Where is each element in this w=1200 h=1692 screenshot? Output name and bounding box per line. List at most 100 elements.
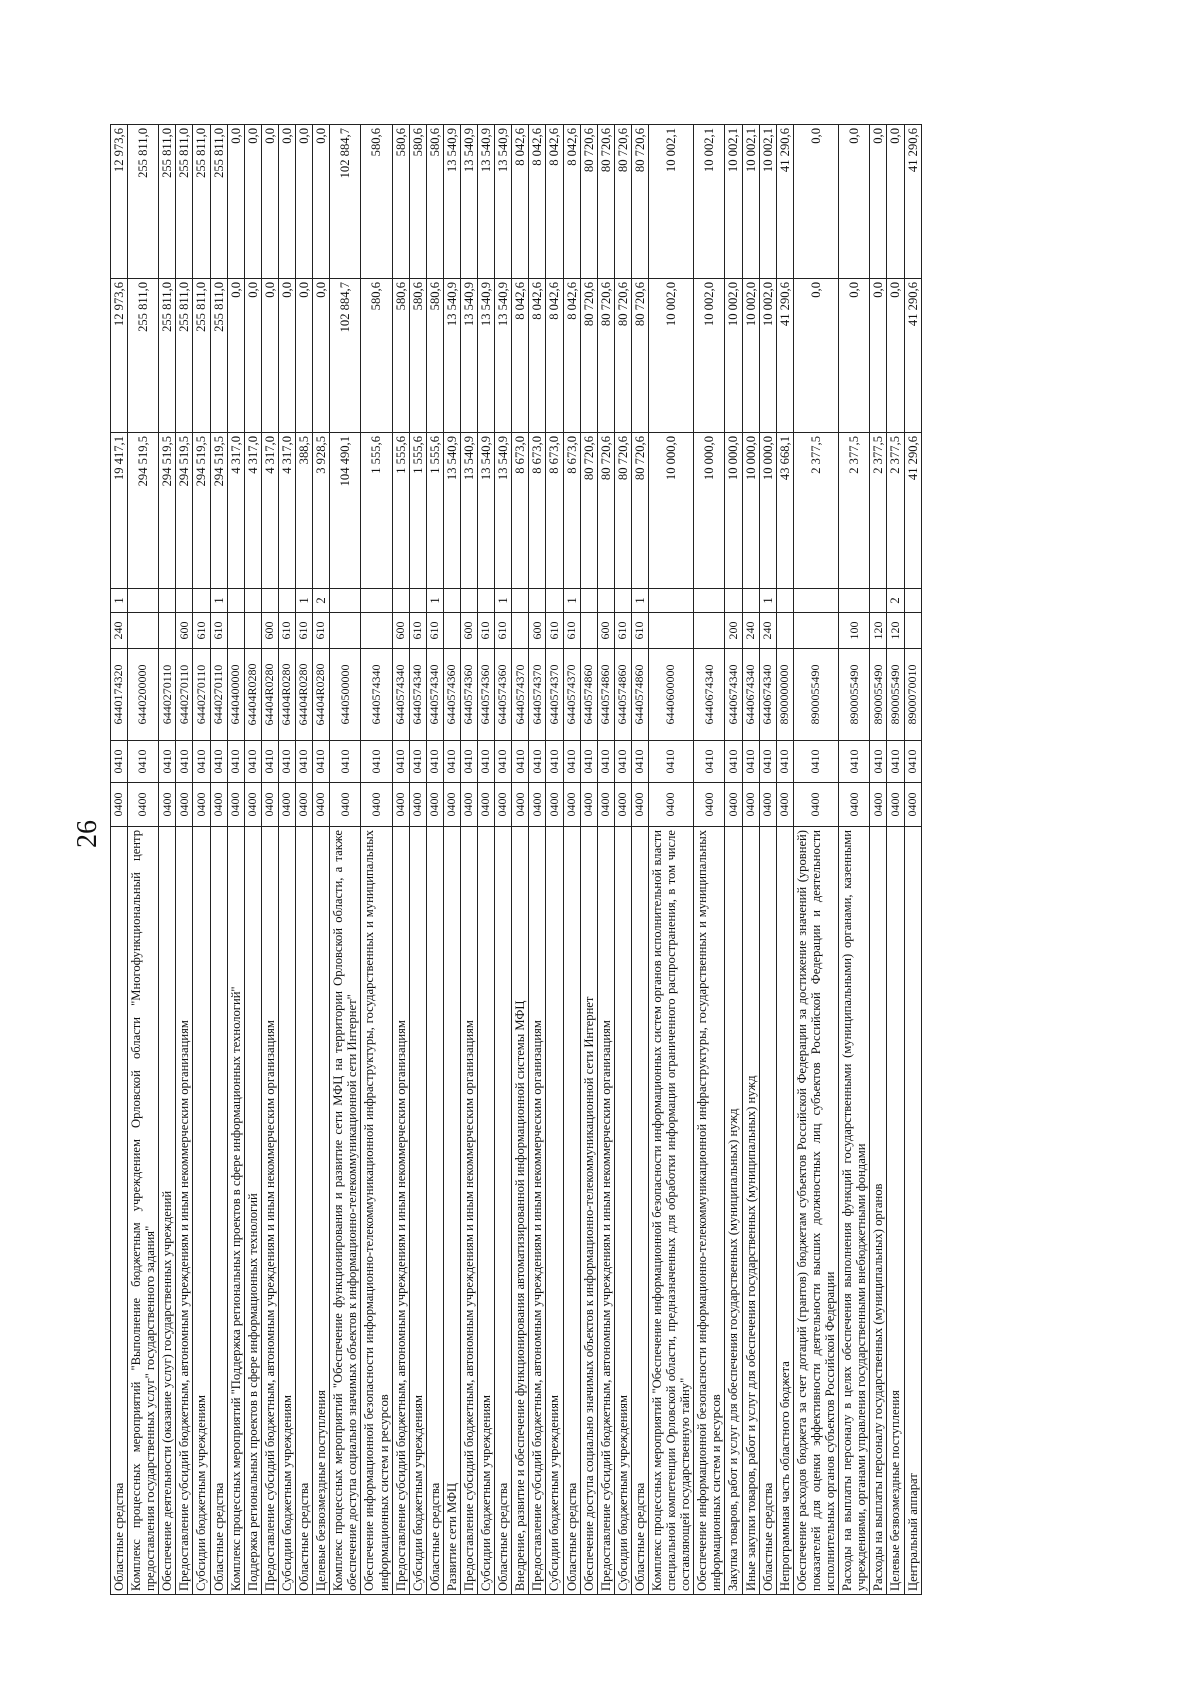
row-amount-2: 80 720,6	[580, 278, 598, 433]
row-section-code: 0400	[724, 782, 743, 827]
row-amount-1: 294 519,5	[192, 432, 211, 589]
row-amount-3: 41 290,6	[904, 124, 922, 279]
row-amount-2: 13 540,9	[443, 278, 461, 433]
row-amount-1: 1 555,6	[426, 432, 444, 589]
row-amount-1: 1 555,6	[409, 432, 427, 589]
row-amount-1: 8 673,0	[563, 432, 581, 589]
row-amount-2: 41 290,6	[904, 278, 922, 433]
row-amount-1: 80 720,6	[631, 432, 649, 589]
row-amount-3: 13 540,9	[443, 124, 461, 279]
row-source-flag	[409, 588, 427, 613]
row-expense-type-code: 600	[392, 612, 410, 649]
row-amount-1: 13 540,9	[460, 432, 478, 589]
row-section-code: 0400	[759, 782, 777, 827]
row-source-flag: 1	[210, 588, 228, 613]
row-amount-2: 10 002,0	[759, 278, 777, 433]
row-description: Субсидии бюджетным учреждениям	[614, 826, 632, 1595]
row-expense-type-code: 240	[110, 612, 128, 649]
row-amount-1: 8 673,0	[511, 432, 529, 589]
row-expense-type-code	[904, 612, 922, 649]
page-number: 26	[72, 820, 103, 848]
row-section-code: 0400	[312, 782, 330, 827]
row-subsection-code: 0410	[693, 740, 725, 783]
row-amount-1: 8 673,0	[545, 432, 564, 589]
row-target-article-code: 6440574370	[528, 648, 546, 741]
row-amount-1: 10 000,0	[742, 432, 760, 589]
row-target-article-code: 6440600000	[648, 648, 694, 741]
table-row: Предоставление субсидий бюджетным, автон…	[261, 124, 279, 1595]
row-amount-2: 8 042,6	[511, 278, 529, 433]
row-expense-type-code	[693, 612, 725, 649]
row-target-article-code: 6440574340	[360, 648, 393, 741]
row-amount-1: 2 377,5	[793, 432, 839, 589]
row-source-flag	[443, 588, 461, 613]
row-amount-1: 294 519,5	[158, 432, 176, 589]
row-section-code: 0400	[742, 782, 760, 827]
row-description: Расходы на выплаты персоналу государстве…	[869, 826, 887, 1595]
row-amount-1: 80 720,6	[597, 432, 615, 589]
row-section-code: 0400	[528, 782, 546, 827]
row-target-article-code: 8900055490	[793, 648, 839, 741]
row-description: Областные средства	[210, 826, 228, 1595]
row-expense-type-code: 610	[614, 612, 632, 649]
row-amount-1: 1 555,6	[360, 432, 393, 589]
row-description: Обеспечение информационной безопасности …	[693, 826, 725, 1595]
row-subsection-code: 0410	[329, 740, 361, 783]
row-source-flag	[793, 588, 839, 613]
row-amount-1: 4 317,0	[278, 432, 296, 589]
row-source-flag: 2	[886, 588, 904, 613]
row-amount-3: 10 002,1	[742, 124, 760, 279]
table-row: Обеспечение расходов бюджета за счет дот…	[793, 124, 839, 1595]
row-expense-type-code: 610	[278, 612, 296, 649]
row-expense-type-code	[511, 612, 529, 649]
table-row: Расходы на выплаты персоналу государстве…	[869, 124, 887, 1595]
row-amount-3: 13 540,9	[460, 124, 478, 279]
row-section-code: 0400	[392, 782, 410, 827]
row-source-flag	[360, 588, 393, 613]
row-section-code: 0400	[869, 782, 887, 827]
table-row: Комплекс процессных мероприятий "Поддерж…	[227, 124, 245, 1595]
row-amount-2: 13 540,9	[477, 278, 495, 433]
row-source-flag	[545, 588, 564, 613]
row-amount-2: 80 720,6	[631, 278, 649, 433]
row-expense-type-code: 600	[175, 612, 193, 649]
row-amount-1: 2 377,5	[838, 432, 870, 589]
row-description: Предоставление субсидий бюджетным, автон…	[392, 826, 410, 1595]
row-description: Субсидии бюджетным учреждениям	[477, 826, 495, 1595]
row-target-article-code: 6440674340	[742, 648, 760, 741]
row-amount-3: 0,0	[295, 124, 313, 279]
row-expense-type-code	[244, 612, 262, 649]
row-amount-1: 1 555,6	[392, 432, 410, 589]
row-amount-1: 294 519,5	[210, 432, 228, 589]
row-source-flag: 1	[494, 588, 512, 613]
row-amount-2: 10 002,0	[648, 278, 694, 433]
row-description: Развитие сети МФЦ	[443, 826, 461, 1595]
row-expense-type-code: 600	[261, 612, 279, 649]
row-subsection-code: 0410	[580, 740, 598, 783]
row-subsection-code: 0410	[631, 740, 649, 783]
table-row: Обеспечение информационной безопасности …	[360, 124, 393, 1595]
row-section-code: 0400	[631, 782, 649, 827]
row-description: Областные средства	[563, 826, 581, 1595]
row-section-code: 0400	[295, 782, 313, 827]
row-amount-1: 43 668,1	[776, 432, 794, 589]
row-description: Областные средства	[110, 826, 128, 1595]
row-source-flag	[460, 588, 478, 613]
row-description: Предоставление субсидий бюджетным, автон…	[261, 826, 279, 1595]
row-target-article-code: 6440500000	[329, 648, 361, 741]
row-section-code: 0400	[545, 782, 564, 827]
row-section-code: 0400	[426, 782, 444, 827]
row-subsection-code: 0410	[742, 740, 760, 783]
row-description: Областные средства	[494, 826, 512, 1595]
row-description: Предоставление субсидий бюджетным, автон…	[175, 826, 193, 1595]
row-section-code: 0400	[580, 782, 598, 827]
row-section-code: 0400	[494, 782, 512, 827]
row-target-article-code: 6440574860	[597, 648, 615, 741]
row-expense-type-code: 610	[210, 612, 228, 649]
